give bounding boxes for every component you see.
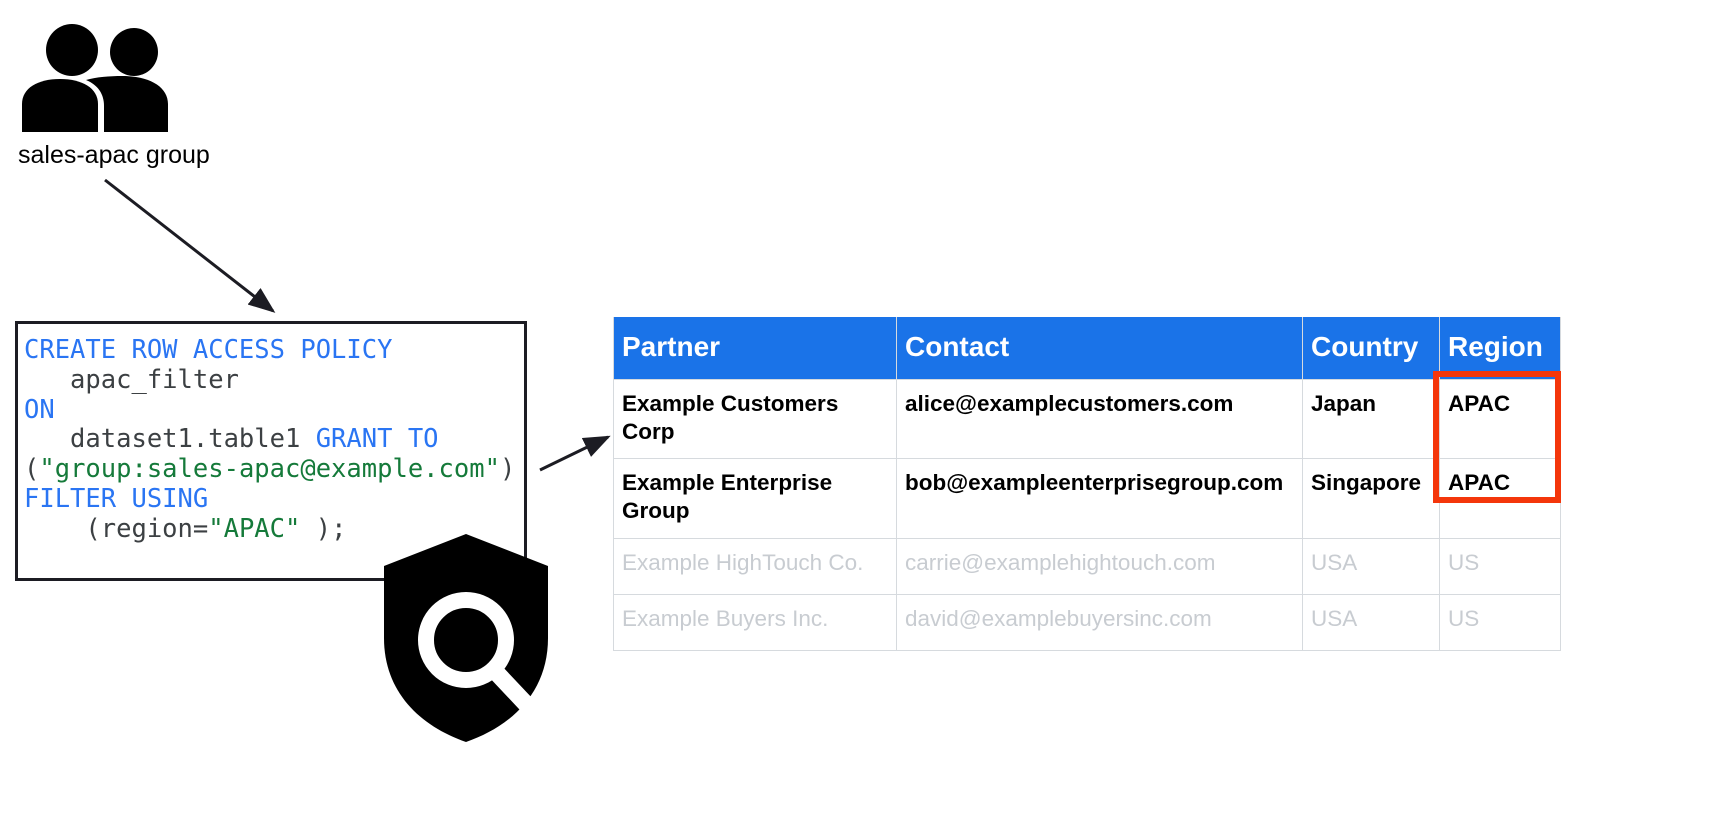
people-group-icon xyxy=(22,22,192,132)
group-label: sales-apac group xyxy=(18,141,210,169)
cell-region: APAC xyxy=(1439,378,1561,460)
cell-partner: Example Customers Corp xyxy=(613,378,897,460)
cell-country: Japan xyxy=(1302,378,1440,460)
cell-region: US xyxy=(1439,537,1561,595)
cell-country: USA xyxy=(1302,537,1440,595)
policy-sql-code: CREATE ROW ACCESS POLICY apac_filter ON … xyxy=(24,335,516,544)
cell-partner: Example Enterprise Group xyxy=(613,458,897,539)
cell-contact: david@examplebuyersinc.com xyxy=(896,593,1303,651)
cell-region: US xyxy=(1439,593,1561,651)
column-header-partner[interactable]: Partner xyxy=(613,317,897,380)
arrow-group-to-policy xyxy=(104,178,276,313)
cell-country: USA xyxy=(1302,593,1440,651)
partners-table-wrapper: Partner Contact Country Region Example C… xyxy=(613,317,1561,651)
cell-partner: Example HighTouch Co. xyxy=(613,537,897,595)
table-header-row: Partner Contact Country Region xyxy=(613,317,1561,380)
table-row[interactable]: Example HighTouch Co.carrie@examplehight… xyxy=(613,537,1561,595)
shield-search-icon xyxy=(384,534,548,742)
partners-table: Partner Contact Country Region Example C… xyxy=(613,317,1561,651)
cell-contact: alice@examplecustomers.com xyxy=(896,378,1303,460)
cell-contact: bob@exampleenterprisegroup.com xyxy=(896,458,1303,539)
column-header-region[interactable]: Region xyxy=(1439,317,1561,380)
table-row[interactable]: Example Buyers Inc.david@examplebuyersin… xyxy=(613,593,1561,651)
group-entity: sales-apac group xyxy=(18,22,268,170)
cell-contact: carrie@examplehightouch.com xyxy=(896,537,1303,595)
cell-country: Singapore xyxy=(1302,458,1440,539)
row-access-policy-code-box: CREATE ROW ACCESS POLICY apac_filter ON … xyxy=(15,321,527,581)
column-header-country[interactable]: Country xyxy=(1302,317,1440,380)
cell-region: APAC xyxy=(1439,458,1561,539)
arrow-policy-to-table xyxy=(539,435,611,472)
cell-partner: Example Buyers Inc. xyxy=(613,593,897,651)
column-header-contact[interactable]: Contact xyxy=(896,317,1303,380)
